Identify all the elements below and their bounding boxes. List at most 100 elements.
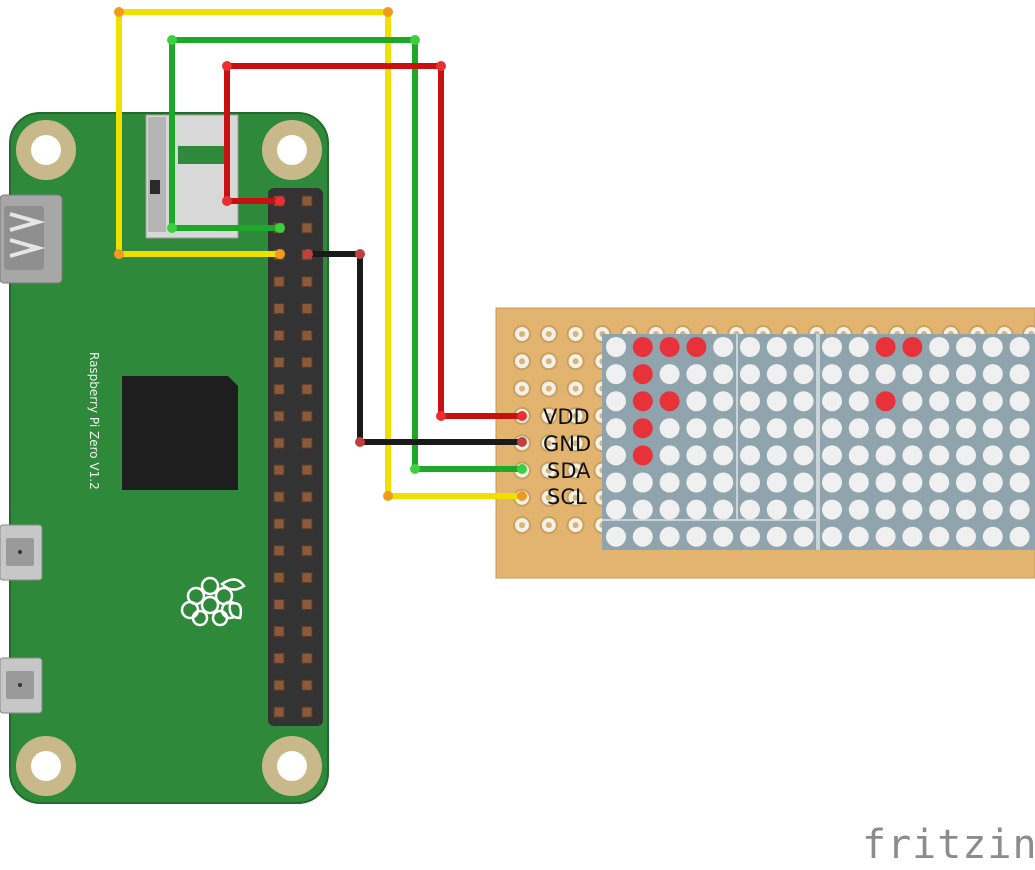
board-label: Raspberry Pi Zero V1.2 (87, 352, 101, 490)
gpio-pin (301, 491, 313, 503)
led-unlit (929, 526, 950, 547)
pin-label-gnd: GND (543, 432, 591, 456)
gpio-pin (273, 518, 285, 530)
mini-hdmi-port (0, 194, 63, 284)
wire-endpoint (275, 223, 285, 233)
gpio-pin (301, 652, 313, 664)
led-unlit (686, 364, 707, 385)
mounting-hole-bottom-right (262, 736, 322, 796)
led-lit (632, 364, 653, 385)
led-unlit (982, 499, 1003, 520)
led-unlit (929, 418, 950, 439)
led-lit (632, 445, 653, 466)
led-unlit (606, 472, 626, 493)
led-unlit (956, 472, 976, 493)
led-unlit (659, 472, 680, 493)
perfboard-hole-center (545, 385, 552, 392)
led-unlit (1009, 364, 1030, 385)
wire-vdd (224, 63, 522, 419)
led-unlit (793, 418, 814, 439)
led-unlit (606, 364, 626, 385)
led-unlit (713, 391, 734, 412)
led-unlit (740, 337, 760, 357)
gpio-pin (301, 356, 313, 368)
led-unlit (822, 472, 842, 493)
led-unlit (848, 472, 869, 493)
led-unlit (740, 472, 760, 493)
led-unlit (929, 364, 950, 385)
led-unlit (740, 391, 760, 412)
led-unlit (686, 445, 707, 466)
mounting-hole-top-right (262, 120, 322, 180)
led-lit (659, 337, 680, 357)
led-lit (902, 337, 923, 357)
led-unlit (822, 337, 842, 357)
gpio-pin (301, 706, 313, 718)
led-unlit (740, 364, 760, 385)
gpio-pin (273, 410, 285, 422)
mounting-hole-top-left (16, 120, 76, 180)
led-unlit (956, 418, 976, 439)
perfboard-hole-center (519, 358, 525, 365)
led-unlit (766, 364, 787, 385)
led-unlit (766, 499, 787, 520)
pin-label-scl: SCL (547, 485, 587, 509)
gpio-pin (301, 625, 313, 637)
led-unlit (766, 472, 787, 493)
gpio-pin (273, 356, 285, 368)
led-unlit (956, 499, 976, 520)
perfboard-hole-center (572, 331, 579, 337)
led-unlit (1009, 391, 1030, 412)
led-unlit (1009, 499, 1030, 520)
gpio-pin (301, 572, 313, 584)
gpio-pin (301, 679, 313, 691)
wire-endpoint (222, 196, 232, 206)
led-unlit (740, 445, 760, 466)
led-unlit (793, 526, 814, 547)
led-matrix-module (495, 307, 1035, 579)
led-unlit (902, 526, 923, 547)
led-unlit (956, 526, 976, 547)
gpio-pin (301, 518, 313, 530)
led-lit (875, 337, 896, 357)
perfboard-hole-center (519, 385, 525, 392)
led-unlit (822, 445, 842, 466)
wire-endpoint (517, 437, 527, 447)
led-unlit (956, 337, 976, 357)
pin-label-vdd: VDD (543, 405, 590, 429)
gpio-pin (273, 679, 285, 691)
wire-endpoint (436, 61, 446, 71)
gpio-pin (301, 599, 313, 610)
gpio-pin (273, 545, 285, 557)
led-unlit (793, 364, 814, 385)
wire-endpoint (167, 223, 177, 233)
wires (114, 7, 527, 501)
led-unlit (1009, 526, 1030, 547)
led-unlit (902, 499, 923, 520)
led-unlit (1009, 472, 1030, 493)
wire-endpoint (410, 35, 420, 45)
perfboard-hole-center (519, 331, 525, 337)
led-unlit (659, 499, 680, 520)
gpio-pin (273, 464, 285, 476)
led-unlit (713, 526, 734, 547)
led-unlit (848, 418, 869, 439)
led-unlit (822, 364, 842, 385)
wire-gnd (308, 251, 522, 445)
led-unlit (929, 499, 950, 520)
gpio-header (268, 188, 323, 726)
led-unlit (713, 364, 734, 385)
wire-endpoint (114, 7, 124, 17)
led-unlit (793, 499, 814, 520)
led-unlit (902, 472, 923, 493)
pin-label-sda: SDA (547, 459, 591, 483)
led-unlit (875, 418, 896, 439)
gpio-pin (301, 410, 313, 422)
led-unlit (1009, 445, 1030, 466)
perfboard-hole-center (545, 358, 552, 365)
gpio-pin (273, 330, 285, 341)
led-unlit (686, 418, 707, 439)
gpio-pin (301, 437, 313, 449)
perfboard-hole-center (519, 522, 525, 529)
